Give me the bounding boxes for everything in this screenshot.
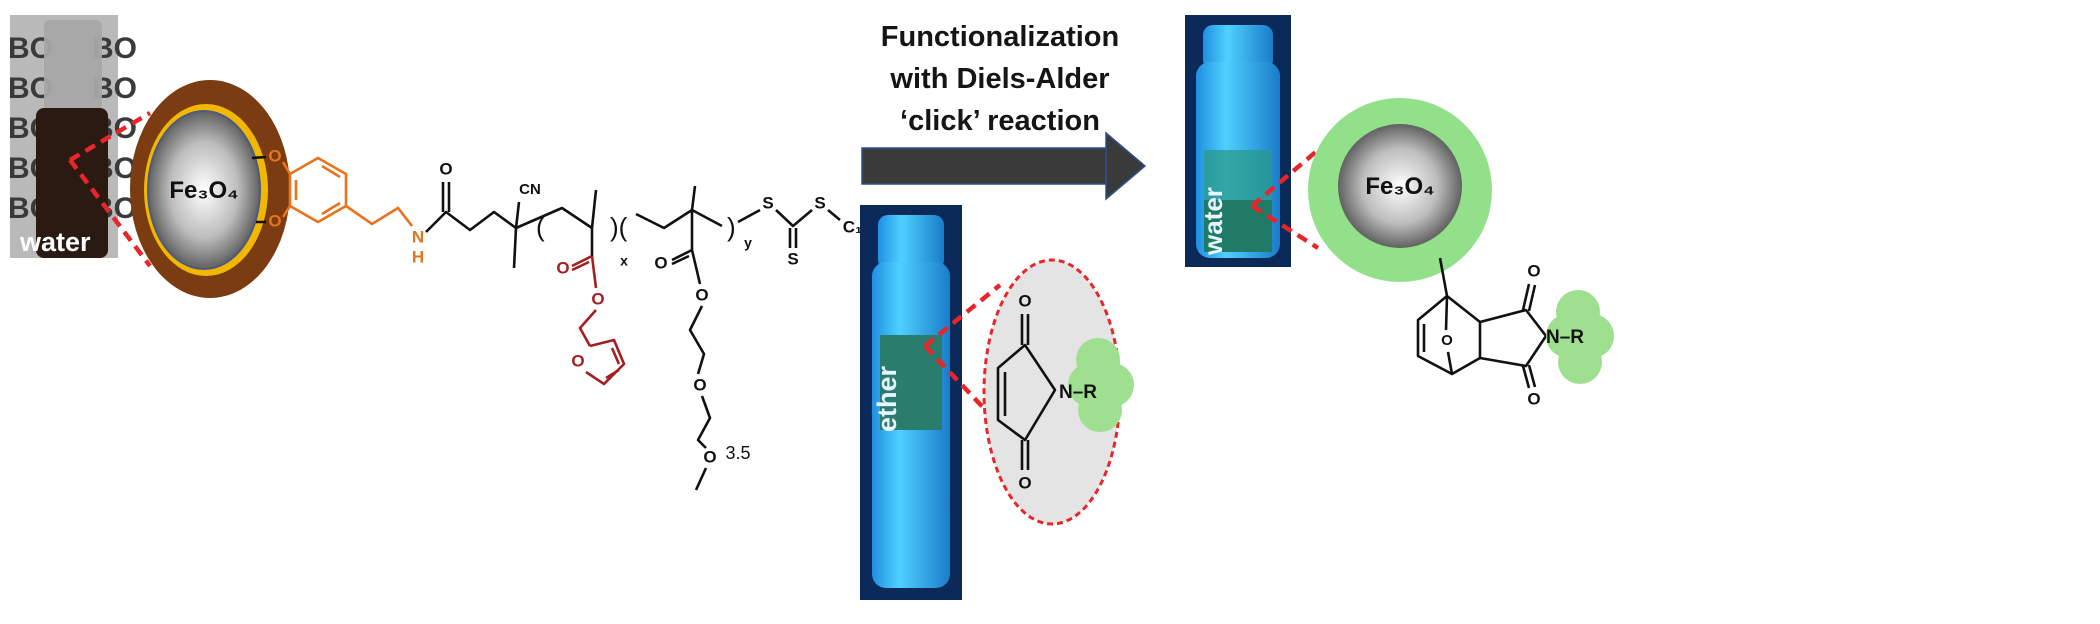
scheme-shape — [690, 185, 697, 250]
diels-alder-adduct: O O O N–R — [1416, 257, 1614, 408]
scheme-shape — [294, 164, 341, 216]
scheme-shape — [512, 201, 521, 269]
scheme-shape — [1105, 131, 1147, 201]
atom-label: O — [703, 447, 716, 466]
water-label: water — [1198, 187, 1228, 256]
atom-label: O — [591, 289, 604, 308]
atom-label: O — [556, 258, 569, 277]
r-group-blob — [1068, 338, 1134, 432]
scheme-shape — [1020, 314, 1030, 470]
scheme-shape — [44, 20, 102, 110]
atom-label: H — [412, 247, 424, 266]
scheme-shape — [671, 248, 702, 285]
r-group-blob — [1546, 290, 1614, 384]
scheme-shape — [827, 209, 841, 221]
scheme-shape — [251, 155, 267, 224]
bracket-open: ( — [536, 212, 545, 242]
atom-label: O — [1018, 291, 1031, 310]
scheme-shape — [515, 206, 593, 230]
scheme-shape — [590, 189, 598, 256]
atom-label: O — [1527, 389, 1540, 408]
reaction-arrow — [861, 131, 1147, 201]
scheme-shape — [1204, 200, 1272, 252]
scheme-shape — [578, 309, 597, 347]
scheme-shape — [737, 208, 761, 224]
atom-label: x — [620, 253, 628, 269]
ether-label: ether — [872, 365, 902, 432]
atom-label: O — [268, 146, 281, 165]
water-vial-photo-after: water — [1185, 15, 1291, 267]
atom-label: N–R — [1059, 382, 1097, 403]
catechol-anchor: O O N H — [251, 146, 424, 266]
scheme-shape — [788, 228, 798, 248]
scheme-shape — [281, 161, 292, 218]
bracket-close-x: )( — [610, 212, 628, 242]
scheme-shape — [878, 215, 944, 270]
atom-label: O — [1441, 332, 1453, 349]
scheme-shape — [345, 204, 414, 227]
scheme-shape — [635, 208, 723, 230]
atom-label: O — [693, 375, 706, 394]
water-label: water — [19, 227, 91, 257]
furan-ring — [585, 338, 626, 386]
atom-label: S — [787, 249, 798, 268]
atom-label: O — [439, 159, 452, 178]
scheme-shape — [1338, 124, 1462, 248]
scheme-shape — [147, 110, 261, 270]
scheme-shape — [861, 147, 1113, 185]
scheme-shape — [1546, 314, 1590, 358]
scheme-shape — [694, 467, 708, 491]
scheme-shape — [696, 395, 712, 449]
atom-label: with Diels-Alder — [889, 63, 1109, 95]
atom-label: S — [814, 193, 825, 212]
atom-label: ‘click’ reaction — [900, 105, 1100, 137]
reaction-caption: Functionalization with Diels-Alder ‘clic… — [881, 21, 1119, 137]
atom-label: O — [654, 253, 667, 272]
zoom-lines — [68, 111, 152, 268]
scheme-shape — [775, 209, 813, 228]
nanoparticle-before: Fe₃O₄ — [130, 80, 290, 298]
scheme-shape — [36, 108, 108, 258]
maleimide-inset: O O N–R — [982, 258, 1134, 526]
atom-label: O — [1527, 261, 1540, 280]
scheme-shape — [1444, 295, 1454, 375]
scheme-shape — [605, 347, 621, 380]
scheme-shape — [425, 210, 517, 233]
atom-label: CN — [519, 181, 541, 198]
water-vial-photo-before: BO BO BO BO BO BO BO BO BO BO water — [8, 15, 137, 258]
scheme-shape — [1479, 308, 1548, 368]
atom-label: O — [268, 211, 281, 230]
polymer-chain: O CN ( O O O )( x O O O O 3.5 ) y S S — [425, 159, 897, 491]
scheme-shape — [1438, 257, 1449, 297]
scheme-shape — [1521, 283, 1537, 389]
atom-label: N–R — [1546, 327, 1584, 348]
ether-vial-photo: ether — [860, 205, 962, 600]
benzene-ring — [288, 156, 348, 224]
fe3o4-label: Fe₃O₄ — [1365, 173, 1434, 200]
scheme-shape — [441, 182, 451, 212]
scheme-shape — [996, 343, 1057, 442]
atom-label: O — [571, 351, 584, 370]
scheme-shape — [571, 254, 598, 289]
fe3o4-label: Fe₃O₄ — [169, 177, 238, 204]
atom-label: N — [412, 227, 424, 246]
atom-label: Functionalization — [881, 21, 1119, 53]
zoom-lines — [1250, 148, 1320, 250]
atom-label: S — [762, 193, 773, 212]
atom-label: O — [1018, 473, 1031, 492]
zoom-lines — [923, 283, 1002, 422]
atom-label: O — [695, 285, 708, 304]
scheme-shape — [1203, 25, 1273, 70]
nanoparticle-after: Fe₃O₄ — [1308, 98, 1492, 282]
scheme-shape — [1068, 363, 1112, 407]
atom-label: 3.5 — [725, 443, 750, 463]
scheme-shape — [688, 305, 706, 375]
atom-label: y — [744, 235, 752, 251]
bracket-close-y: ) — [727, 212, 736, 242]
